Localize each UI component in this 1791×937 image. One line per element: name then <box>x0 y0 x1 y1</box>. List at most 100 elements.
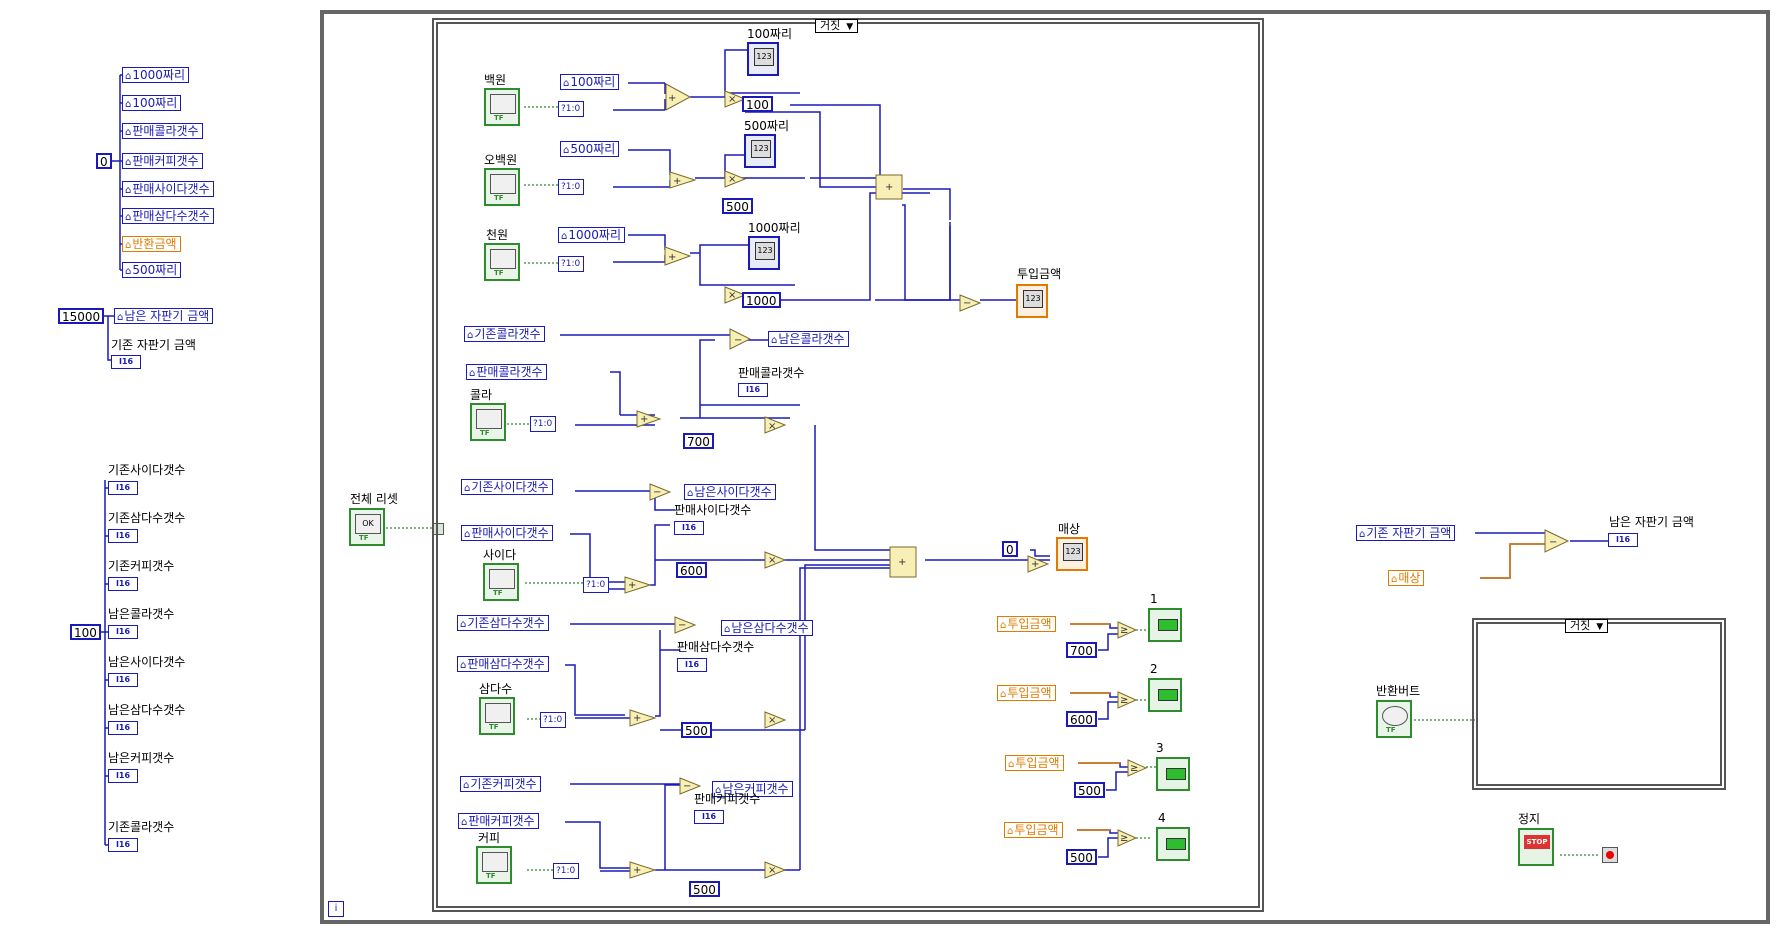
svg-text:+: + <box>633 713 641 724</box>
sold-samdasu-indicator: I16 <box>677 658 707 672</box>
local-existing-sprite: ⌂기존사이다갯수 <box>461 479 553 495</box>
disp-100-coin: 123 <box>747 42 779 76</box>
local-existing-cola: ⌂기존콜라갯수 <box>464 326 545 342</box>
local-1000-coin-read: ⌂1000짜리 <box>558 227 625 243</box>
svg-text:+: + <box>1031 559 1039 570</box>
svg-text:−: − <box>734 335 742 346</box>
count-constant: 100 <box>70 624 101 640</box>
svg-text:×: × <box>728 94 736 105</box>
count-label-2: 기존커피갯수 <box>108 559 175 573</box>
local-existing-samdasu: ⌂기존삼다수갯수 <box>457 615 549 631</box>
ok-icon: OK <box>355 514 381 534</box>
return-button[interactable]: TF <box>1376 700 1412 738</box>
led-indicator-3 <box>1156 757 1190 791</box>
svg-text:×: × <box>768 421 776 432</box>
svg-text:−: − <box>678 620 686 631</box>
led-indicator-4 <box>1156 827 1190 861</box>
local-sold-cola-read: ⌂판매콜라갯수 <box>466 364 547 380</box>
svg-text:≥: ≥ <box>1120 695 1128 706</box>
coin-label-100: 백원 <box>484 73 507 87</box>
coin-button-500[interactable]: TF <box>484 168 520 206</box>
sold-sprite-label: 판매사이다갯수 <box>674 503 752 517</box>
disp-label-1000: 1000짜리 <box>748 221 801 235</box>
product-button-coffee[interactable]: TF <box>476 846 512 884</box>
local-sold-coffee: ⌂판매커피갯수 <box>122 153 203 169</box>
count-label-4: 남은사이다갯수 <box>108 655 186 669</box>
case-selector-return[interactable]: 거짓▼ <box>1565 619 1609 633</box>
count-indicator-1: I16 <box>108 529 138 543</box>
compare-const-2: 600 <box>1066 711 1097 727</box>
local-sales-read: ⌂매상 <box>1388 570 1425 586</box>
case-selector-main[interactable]: 거짓▼ <box>815 19 859 33</box>
stop-icon: STOP <box>1524 835 1550 849</box>
svg-text:+: + <box>673 176 681 187</box>
bool-to-int-cola: ?1:0 <box>530 416 557 432</box>
product-button-cola[interactable]: TF <box>470 403 506 441</box>
disp-label-100: 100짜리 <box>747 27 792 41</box>
product-label-sprite: 사이다 <box>483 548 517 562</box>
svg-text:×: × <box>728 290 736 301</box>
local-sold-sprite: ⌂판매사이다갯수 <box>122 181 214 197</box>
stop-label: 정지 <box>1518 812 1541 826</box>
case-structure-main <box>432 18 1264 912</box>
bool-to-int-100: ?1:0 <box>558 101 585 117</box>
local-sold-sprite-read: ⌂판매사이다갯수 <box>461 525 553 541</box>
money-constant: 15000 <box>58 308 105 324</box>
local-existing-money-read: ⌂기존 자판기 금액 <box>1356 525 1456 541</box>
total-label: 투입금액 <box>1017 267 1062 281</box>
count-indicator-5: I16 <box>108 721 138 735</box>
sales-indicator: 123 <box>1056 537 1088 571</box>
remaining-money-indicator: I16 <box>1608 533 1638 547</box>
count-label-7: 기존콜라갯수 <box>108 820 175 834</box>
count-indicator-0: I16 <box>108 481 138 495</box>
coin-button-100[interactable]: TF <box>484 88 520 126</box>
loop-stop-terminal <box>1602 847 1618 863</box>
existing-money-indicator: I16 <box>111 355 141 369</box>
count-indicator-4: I16 <box>108 673 138 687</box>
disp-1000-coin: 123 <box>748 236 780 270</box>
local-sold-cola: ⌂판매콜라갯수 <box>122 123 203 139</box>
count-label-5: 남은삼다수갯수 <box>108 703 186 717</box>
local-remain-samdasu: ⌂남은삼다수갯수 <box>721 620 813 636</box>
case-structure-return <box>1472 618 1726 790</box>
svg-text:+: + <box>633 865 641 876</box>
remaining-money-label: 남은 자판기 금액 <box>1609 515 1694 529</box>
count-label-1: 기존삼다수갯수 <box>108 511 186 525</box>
sold-coffee-label: 판매커피갯수 <box>694 792 761 806</box>
compare-local-2: ⌂투입금액 <box>997 685 1056 701</box>
bool-to-int-samdasu: ?1:0 <box>540 712 567 728</box>
stop-button[interactable]: STOP <box>1518 828 1554 866</box>
compare-local-1: ⌂투입금액 <box>997 616 1056 632</box>
price-samdasu: 500 <box>681 722 712 738</box>
product-button-samdasu[interactable]: TF <box>479 697 515 735</box>
svg-text:+: + <box>668 252 676 263</box>
zero-constant: 0 <box>96 153 112 169</box>
disp-500-coin: 123 <box>744 134 776 168</box>
const-500: 500 <box>722 198 753 214</box>
product-button-sprite[interactable]: TF <box>483 563 519 601</box>
count-indicator-2: I16 <box>108 577 138 591</box>
led-indicator-1 <box>1148 608 1182 642</box>
product-label-cola: 콜라 <box>470 388 493 402</box>
coin-button-1000[interactable]: TF <box>484 243 520 281</box>
sold-sprite-indicator: I16 <box>674 521 704 535</box>
bool-to-int-coffee: ?1:0 <box>553 863 580 879</box>
count-label-0: 기존사이다갯수 <box>108 463 186 477</box>
coin-label-1000: 천원 <box>486 228 509 242</box>
bool-to-int-sprite: ?1:0 <box>583 577 610 593</box>
local-remain-coffee: ⌂남은커피갯수 <box>712 781 793 797</box>
local-100-coin-read: ⌂100짜리 <box>560 74 620 90</box>
bool-to-int-500: ?1:0 <box>558 179 585 195</box>
svg-text:+: + <box>885 182 893 193</box>
local-1000-coin: ⌂1000짜리 <box>122 67 189 83</box>
led-label-3: 3 <box>1156 741 1164 755</box>
led-indicator-2 <box>1148 678 1182 712</box>
price-sprite: 600 <box>676 562 707 578</box>
sold-cola-indicator: I16 <box>738 383 768 397</box>
svg-text:+: + <box>668 93 676 104</box>
disp-label-500: 500짜리 <box>744 119 789 133</box>
svg-text:−: − <box>683 781 691 792</box>
led-label-1: 1 <box>1150 592 1158 606</box>
svg-text:×: × <box>768 715 776 726</box>
